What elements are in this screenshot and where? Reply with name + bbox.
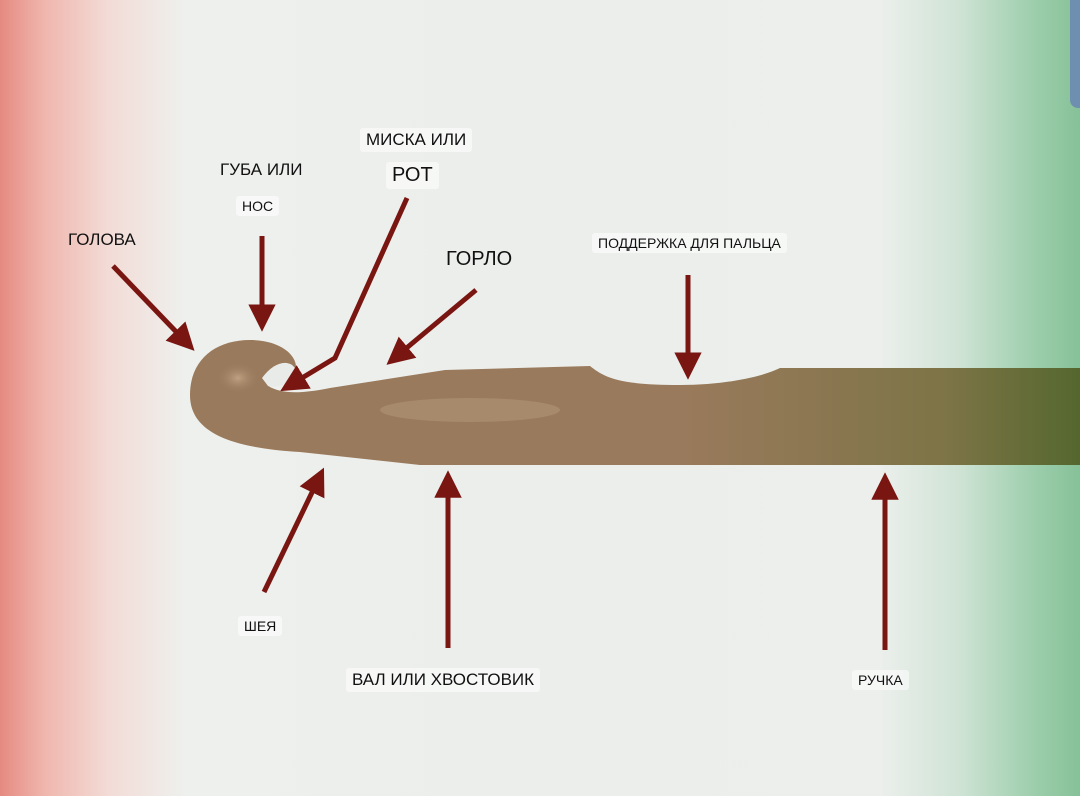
label-lip-line2: НОС: [236, 196, 280, 216]
label-thumb-rest: ПОДДЕРЖКА ДЛЯ ПАЛЬЦА: [592, 233, 787, 253]
label-head: ГОЛОВА: [68, 230, 136, 249]
label-throat: ГОРЛО: [446, 248, 513, 270]
hook-head-shine: [216, 362, 260, 394]
label-bowl-line2: РОТ: [386, 162, 439, 189]
arrow-bowl: [280, 196, 410, 392]
label-shaft: ВАЛ ИЛИ ХВОСТОВИК: [346, 668, 541, 692]
label-handle: РУЧКА: [852, 670, 909, 690]
arrow-neck: [261, 467, 325, 594]
arrow-throat: [386, 288, 478, 365]
edge-scroll-marker: [1070, 0, 1080, 108]
hook-body: [190, 340, 1080, 465]
label-lip-line1: ГУБА ИЛИ: [220, 160, 303, 179]
label-bowl-line1: МИСКА ИЛИ: [360, 128, 473, 152]
arrow-head: [111, 264, 195, 351]
label-neck: ШЕЯ: [238, 616, 283, 636]
hook-shaft-shine: [380, 398, 560, 422]
